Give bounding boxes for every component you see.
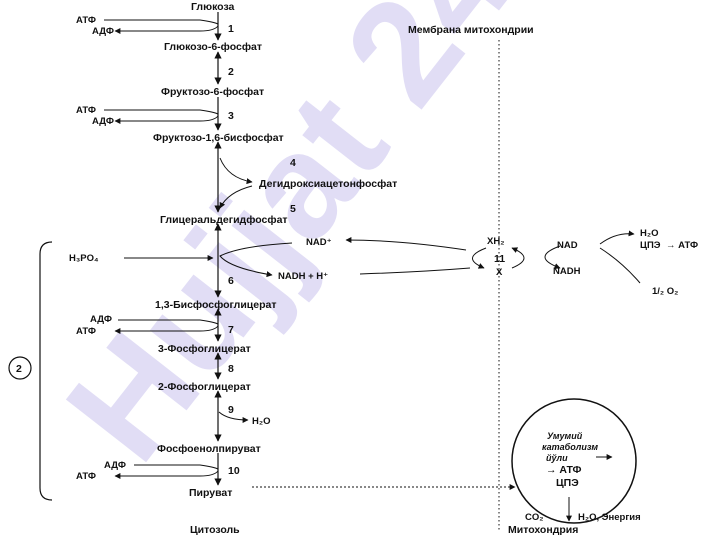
metabolite-bpg13: 1,3-Бисфосфоглицерат: [155, 299, 277, 311]
membrane-label: Мембрана митохондрии: [408, 24, 534, 36]
step-number: 1: [228, 23, 234, 35]
atp-label: АТФ: [76, 326, 96, 337]
step1-atp-adp: [104, 19, 219, 34]
x-label: X: [496, 267, 503, 278]
step3-atp-adp: [104, 109, 219, 124]
nadh-h-label: NADH + H⁺: [278, 271, 328, 282]
atp-label: АТФ: [76, 15, 96, 26]
nad-label: NAD: [557, 240, 578, 251]
water-label: H₂O: [252, 416, 270, 427]
step10-adp-atp: [114, 464, 219, 479]
metabolite-pep: Фосфоенолпируват: [157, 443, 261, 455]
nad-nadh-cycle: [219, 237, 471, 278]
h2o-label: H₂O: [640, 228, 658, 239]
mito-label: Митохондрия: [508, 524, 578, 536]
xh2-label: XH₂: [487, 236, 504, 247]
atp-label: АТФ: [76, 471, 96, 482]
step-number: 7: [228, 324, 234, 336]
section-marker-circle: [8, 356, 32, 380]
circle-line1: Умумий: [547, 431, 583, 441]
h3po4-label: H₃PO₄: [69, 253, 99, 264]
section-bracket: [39, 241, 53, 501]
nadh-label: NADH: [553, 266, 581, 277]
step-number: 8: [228, 363, 234, 375]
etc-output-arrow: [599, 230, 635, 245]
dhap-branch: [219, 157, 253, 209]
adp-label: АДФ: [90, 314, 112, 325]
section-marker: 2: [16, 363, 22, 375]
step-number: 4: [290, 157, 296, 169]
metabolite-pyruvate: Пируват: [189, 487, 232, 499]
metabolite-2pg: 2-Фосфоглицерат: [158, 381, 251, 393]
step-number: 11: [494, 253, 505, 265]
step-number: 3: [228, 110, 234, 122]
catabolism-circle: [511, 398, 637, 524]
watermark: Hujjat 24: [35, 0, 545, 490]
step-number: 9: [228, 404, 234, 416]
step-number: 6: [228, 275, 234, 287]
step-number: 5: [290, 203, 296, 215]
nad-plus-label: NAD⁺: [306, 237, 332, 248]
metabolite-dhap: Дегидроксиацетонфосфат: [259, 178, 397, 190]
shuttle-11: [472, 245, 561, 269]
etc-arrow: [599, 247, 641, 284]
adp-label: АДФ: [92, 26, 114, 37]
step9-water: [218, 411, 249, 423]
adp-label: АДФ: [92, 116, 114, 127]
circle-line4: → АТФ: [546, 464, 581, 476]
metabolite-glucose: Глюкоза: [191, 1, 235, 13]
adp-label: АДФ: [104, 460, 126, 471]
metabolite-f16bp: Фруктозо-1,6-бисфосфат: [153, 132, 284, 144]
atp-label: АТФ: [76, 105, 96, 116]
step-number: 10: [228, 465, 240, 477]
circle-line5: ЦПЭ: [556, 477, 579, 489]
metabolite-f6p: Фруктозо-6-фосфат: [161, 86, 264, 98]
metabolite-gap: Глицеральдегидфосфат: [160, 214, 288, 226]
cpe-atp-arrow-label: → АТФ: [666, 240, 698, 251]
half-o2-label: 1/₂ O₂: [652, 286, 678, 297]
circle-line3: йўли: [546, 453, 568, 463]
svg-text:Hujjat 24: Hujjat 24: [35, 0, 545, 490]
cytosol-label: Цитозоль: [190, 524, 240, 536]
circle-line2: катаболизм: [542, 442, 598, 452]
step7-adp-atp: [114, 319, 219, 334]
co2-label: CO₂: [525, 512, 543, 523]
cpe-atp-label: ЦПЭ: [640, 240, 661, 251]
metabolite-g6p: Глюкозо-6-фосфат: [164, 41, 262, 53]
metabolite-3pg: 3-Фосфоглицерат: [158, 343, 251, 355]
h2o-energy-label: H₂O, Энергия: [578, 512, 641, 523]
step-number: 2: [228, 66, 234, 78]
